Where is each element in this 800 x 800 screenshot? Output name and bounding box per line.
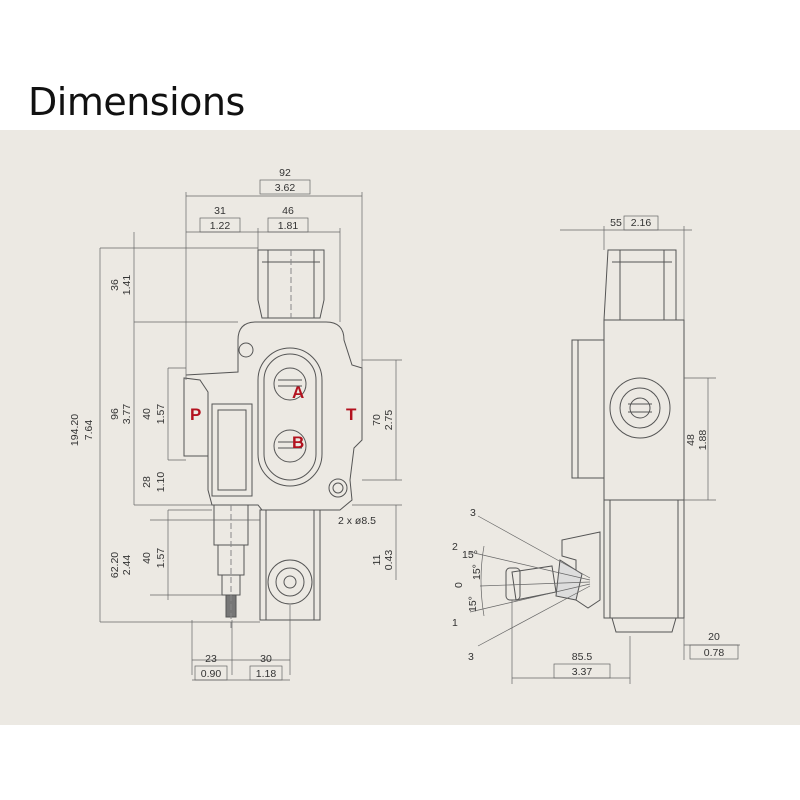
port-t-label: T xyxy=(346,405,357,424)
dim-62: 62.20 xyxy=(109,552,121,578)
dim-55-in: 2.16 xyxy=(631,217,652,229)
angle-label-1: 1 xyxy=(452,617,458,629)
dim-40b-in: 1.57 xyxy=(155,548,167,569)
angle-deg-a: 15° xyxy=(462,549,478,561)
dim-31: 31 xyxy=(214,205,226,217)
dim-92: 92 xyxy=(279,167,291,179)
dim-20-in: 0.78 xyxy=(704,647,725,659)
dim-96-in: 3.77 xyxy=(121,404,133,425)
port-b-label: B xyxy=(292,433,304,452)
drawing-panel xyxy=(0,130,800,725)
angle-label-3a: 3 xyxy=(470,507,476,519)
dim-36: 36 xyxy=(109,279,121,291)
dim-70-in: 2.75 xyxy=(383,410,395,431)
hole-note: 2 x ø8.5 xyxy=(338,515,376,527)
side-view xyxy=(505,249,685,633)
angle-label-0: 0 xyxy=(453,582,465,588)
dim-46-in: 1.81 xyxy=(278,220,299,232)
angle-deg-b: 15° xyxy=(471,564,483,580)
dim-62-in: 2.44 xyxy=(121,555,133,576)
dim-36-in: 1.41 xyxy=(121,275,133,296)
dim-11-in: 0.43 xyxy=(383,550,395,571)
dim-48: 48 xyxy=(685,434,697,446)
port-p-label: P xyxy=(190,405,201,424)
angle-deg-c: 15° xyxy=(467,596,479,612)
dim-20: 20 xyxy=(708,631,720,643)
angle-label-2: 2 xyxy=(452,541,458,553)
dim-40a: 40 xyxy=(141,408,153,420)
dim-30-in: 1.18 xyxy=(256,668,277,680)
dim-96: 96 xyxy=(109,408,121,420)
dim-28-in: 1.10 xyxy=(155,472,167,493)
dim-46: 46 xyxy=(282,205,294,217)
dim-92-in: 3.62 xyxy=(275,182,296,194)
dim-30: 30 xyxy=(260,653,272,665)
dim-23-in: 0.90 xyxy=(201,668,222,680)
dim-85-in: 3.37 xyxy=(572,666,593,678)
dim-31-in: 1.22 xyxy=(210,220,231,232)
dim-48-in: 1.88 xyxy=(697,430,709,451)
dim-28: 28 xyxy=(141,476,153,488)
dim-194-in: 7.64 xyxy=(83,420,95,441)
port-a-label: A xyxy=(292,383,304,402)
dim-194: 194.20 xyxy=(69,414,81,446)
front-view xyxy=(183,249,363,630)
page-title: Dimensions xyxy=(28,80,245,124)
angle-label-3b: 3 xyxy=(468,651,474,663)
dim-70: 70 xyxy=(371,414,383,426)
dim-40b: 40 xyxy=(141,552,153,564)
dim-55: 55 xyxy=(610,217,622,229)
dim-85: 85.5 xyxy=(572,651,593,663)
dim-11: 11 xyxy=(371,554,383,565)
dim-23: 23 xyxy=(205,653,217,665)
dim-40a-in: 1.57 xyxy=(155,404,167,425)
